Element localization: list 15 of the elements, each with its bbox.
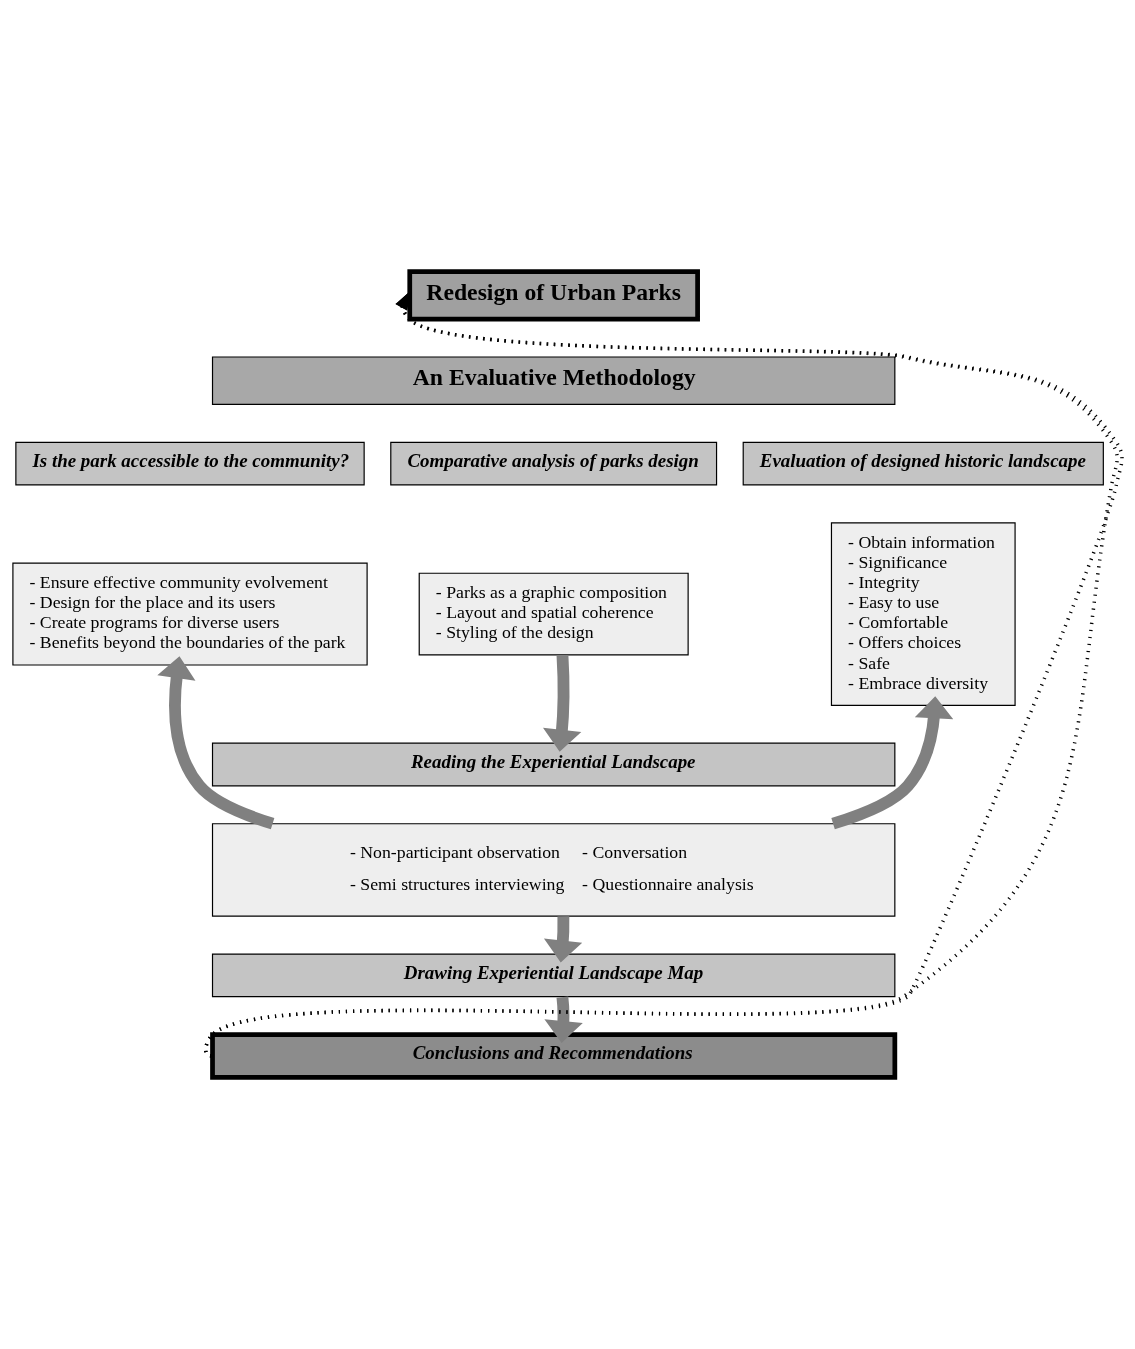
node-box: - Non-participant observation - Conversation - Semi structures interviewing - Questionnaire analysis bbox=[211, 823, 896, 917]
node-box: Reading the Experiential Landscape bbox=[211, 742, 896, 787]
node-box: - Parks as a graphic composition - Layout and spatial coherence - Styling of the design bbox=[418, 572, 689, 656]
arrow bbox=[543, 655, 582, 752]
arrow bbox=[543, 916, 583, 963]
node-box: Comparative analysis of parks design bbox=[390, 441, 718, 486]
node-box: - Obtain information - Significance - Integrity - Easy to use - Comfortable - Offers choices - Safe - Embrace diversity bbox=[830, 522, 1016, 706]
node-box: Drawing Experiential Landscape Map bbox=[211, 953, 896, 998]
node-box: Redesign of Urban Parks bbox=[407, 269, 700, 322]
node-box: An Evaluative Methodology bbox=[211, 356, 896, 405]
node-box: - Ensure effective community evolvement - Design for the place and its users - Create programs for diverse users - Benefits beyond the boundaries of the park bbox=[12, 562, 368, 666]
arrow bbox=[544, 996, 583, 1044]
node-box: Evaluation of designed historic landscape bbox=[742, 441, 1104, 486]
node-box: Conclusions and Recommendations bbox=[210, 1032, 898, 1080]
node-box: Is the park accessible to the community? bbox=[15, 441, 365, 486]
